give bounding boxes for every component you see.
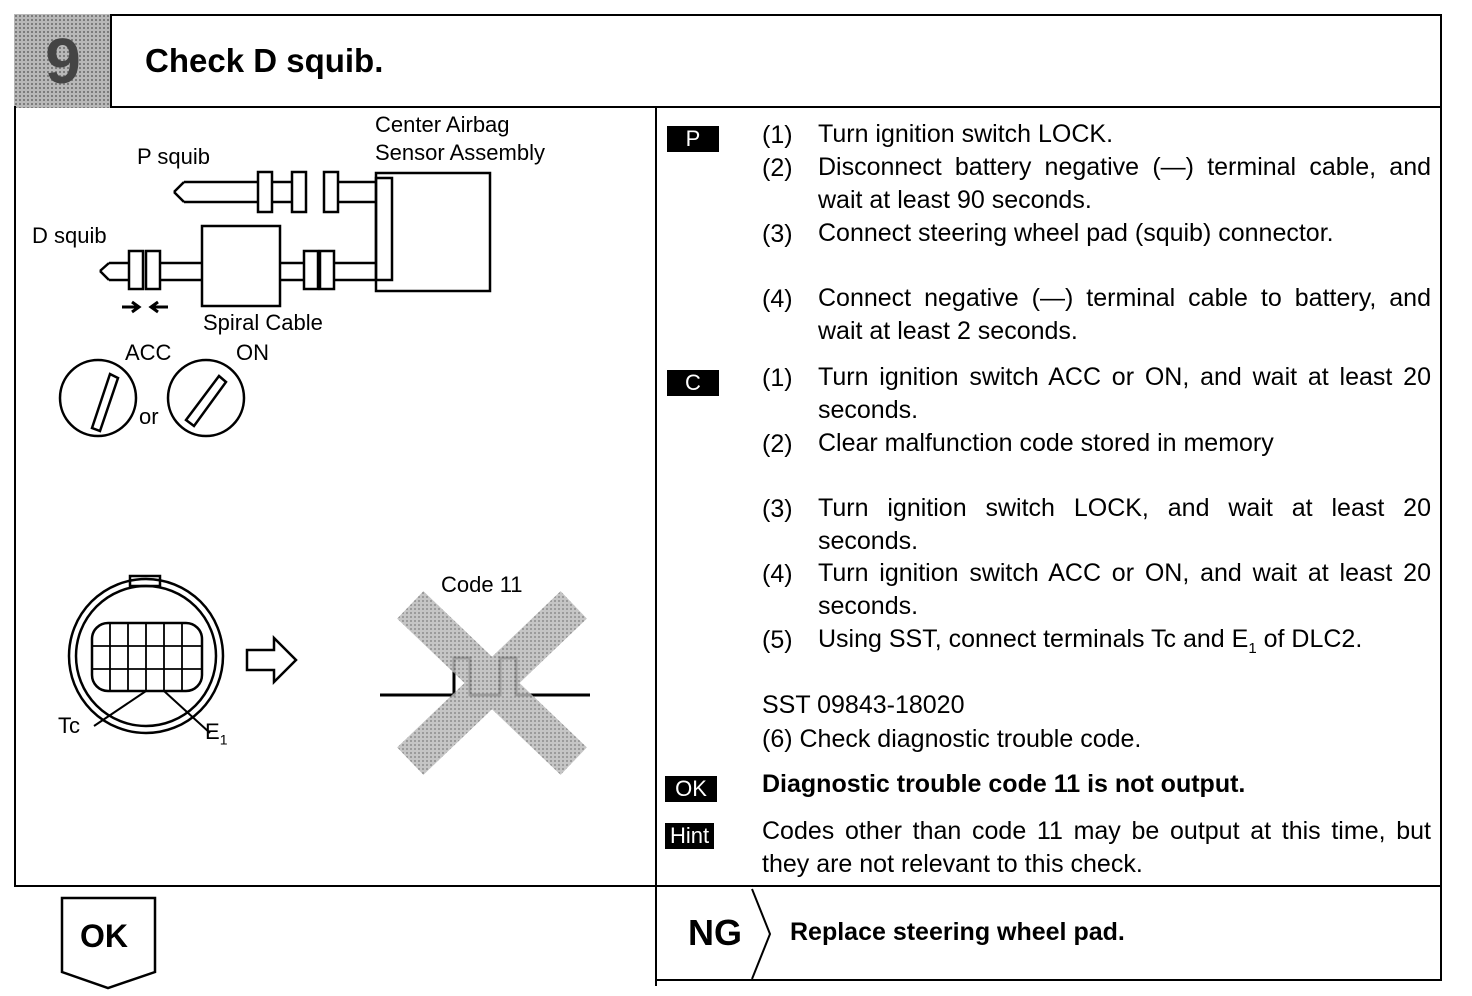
c-step-4-text: Turn ignition switch ACC or ON, and wait…	[818, 559, 1431, 620]
badge-c: C	[667, 370, 719, 396]
hint-text: Codes other than code 11 may be output a…	[762, 817, 1431, 878]
right-arrow-icon	[245, 634, 298, 686]
ng-action-text: Replace steering wheel pad.	[790, 918, 1125, 946]
step-number-box	[14, 14, 112, 108]
badge-hint: Hint	[665, 823, 715, 849]
tc-terminal-label: Tc	[58, 713, 80, 738]
p-step-2-text: Disconnect battery negative (—) terminal…	[818, 153, 1431, 214]
c-step-3-text: Turn ignition switch LOCK, and wait at l…	[818, 494, 1431, 555]
p-step-3-text: Connect steering wheel pad (squib) conne…	[818, 219, 1334, 247]
p-step-1-text: Turn ignition switch LOCK.	[818, 120, 1114, 148]
c-step-4-num: (4)	[762, 560, 793, 588]
center-airbag-label-2: Sensor Assembly	[375, 140, 545, 165]
d-squib-label: D squib	[32, 223, 107, 248]
badge-ok: OK	[665, 776, 717, 802]
p-step-4-text: Connect negative (—) terminal cable to b…	[818, 284, 1431, 345]
ng-chevron-icon	[751, 888, 772, 980]
acc-label: ACC	[125, 340, 172, 365]
c-step-3-num: (3)	[762, 495, 793, 523]
ok-label: OK	[80, 918, 128, 954]
p-step-1-num: (1)	[762, 121, 793, 149]
c-step-5-num: (5)	[762, 626, 793, 654]
c-step-2-text: Clear malfunction code stored in memory	[818, 429, 1274, 457]
sensor-connector	[374, 176, 394, 282]
ng-label: NG	[688, 912, 742, 953]
c-step-1-num: (1)	[762, 364, 793, 392]
c-step-1-text: Turn ignition switch ACC or ON, and wait…	[818, 363, 1431, 424]
on-label: ON	[236, 340, 269, 365]
or-label: or	[139, 404, 159, 429]
spiral-cable-label: Spiral Cable	[203, 310, 323, 335]
ok-result-text: Diagnostic trouble code 11 is not output…	[762, 770, 1246, 798]
center-airbag-label-1: Center Airbag	[375, 112, 510, 137]
c-step-2-num: (2)	[762, 430, 793, 458]
cross-mark-icon	[397, 591, 587, 775]
badge-p: P	[667, 126, 719, 152]
page-title: Check D squib.	[145, 42, 384, 79]
c-step-5-text: Using SST, connect terminals Tc and E1 o…	[818, 625, 1363, 657]
connect-arrows-icon	[122, 300, 142, 314]
ok-arrow-box	[60, 896, 157, 990]
p-step-4-num: (4)	[762, 285, 793, 313]
p-squib-wire	[184, 180, 258, 204]
p-step-2-num: (2)	[762, 154, 793, 182]
d-squib-wire	[109, 261, 129, 282]
c-step-6: (6) Check diagnostic trouble code.	[762, 725, 1142, 753]
sst-number: SST 09843-18020	[762, 691, 965, 719]
on-switch-icon	[166, 358, 246, 438]
code-11-label: Code 11	[441, 572, 523, 597]
ng-box	[655, 885, 1442, 981]
acc-switch-icon	[58, 358, 138, 438]
e1-terminal-label: E1	[205, 719, 228, 748]
step-number: 9	[45, 25, 81, 97]
wiring-illustration	[58, 170, 590, 775]
p-step-3-num: (3)	[762, 220, 793, 248]
spiral-cable-box	[200, 224, 282, 308]
dlc2-connector-icon	[67, 577, 225, 735]
column-divider	[655, 106, 657, 986]
p-squib-label: P squib	[137, 144, 210, 169]
